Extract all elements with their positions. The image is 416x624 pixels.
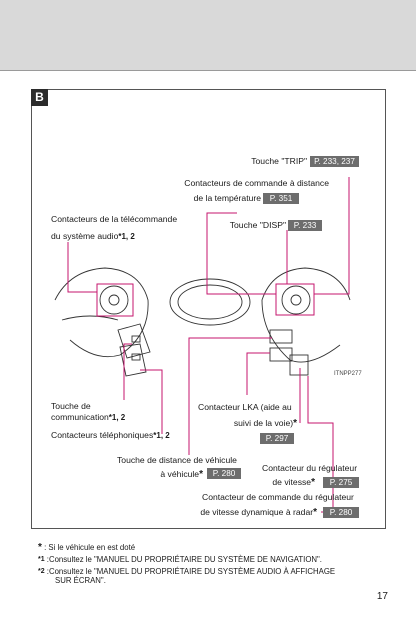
phone-label: Contacteurs téléphoniques*1, 2 [51,430,170,440]
radar-label-line2: de vitesse dynamique à radar* [200,507,317,518]
section-tag: B [31,89,48,106]
footnote-1: * : Si le véhicule en est doté [38,542,136,553]
footnote-3-continued: SUR ÉCRAN". [55,576,106,585]
figure-frame [31,89,386,529]
lka-label-line2: suivi de la voie)* [233,418,297,429]
cruise-label-line2: de vitesse* [272,477,315,488]
disp-page-ref[interactable]: P. 233 [288,220,322,231]
trip-page-ref[interactable]: P. 233, 237 [310,156,359,167]
audio-label-line1: Contacteurs de la télécommande [51,214,178,224]
lka-label-line1: Contacteur LKA (aide au [198,402,292,412]
temp-label-line2: de la température [193,193,261,203]
disp-label: Touche "DISP" [229,220,286,230]
lka-page-ref[interactable]: P. 297 [260,433,294,444]
radar-page-ref[interactable]: P. 280 [323,507,359,518]
temp-label-line1: Contacteurs de commande à distance [184,178,329,188]
page-number: 17 [376,591,388,602]
trip-label: Touche "TRIP" [251,156,307,166]
dist-label-line1: Touche de distance de véhicule [117,455,237,465]
cruise-label-line1: Contacteur du régulateur [262,463,358,473]
footnote-2: *1 :Consultez le "MANUEL DU PROPRIÉTAIRE… [38,555,322,564]
cruise-page-ref[interactable]: P. 275 [323,477,359,488]
footnote-3: *2 :Consultez le "MANUEL DU PROPRIÉTAIRE… [38,567,336,576]
dist-label-line2: à véhicule* [160,469,203,480]
comm-label-line1: Touche de [51,401,91,411]
temp-page-ref[interactable]: P. 351 [263,193,299,204]
audio-label-line2: du système audio*1, 2 [51,231,135,241]
comm-label-line2: communication*1, 2 [51,412,126,422]
figure-code: ITNPP277 [334,371,362,377]
dist-page-ref[interactable]: P. 280 [207,468,241,479]
page-header-band [0,0,416,71]
radar-label-line1: Contacteur de commande du régulateur [202,492,354,502]
